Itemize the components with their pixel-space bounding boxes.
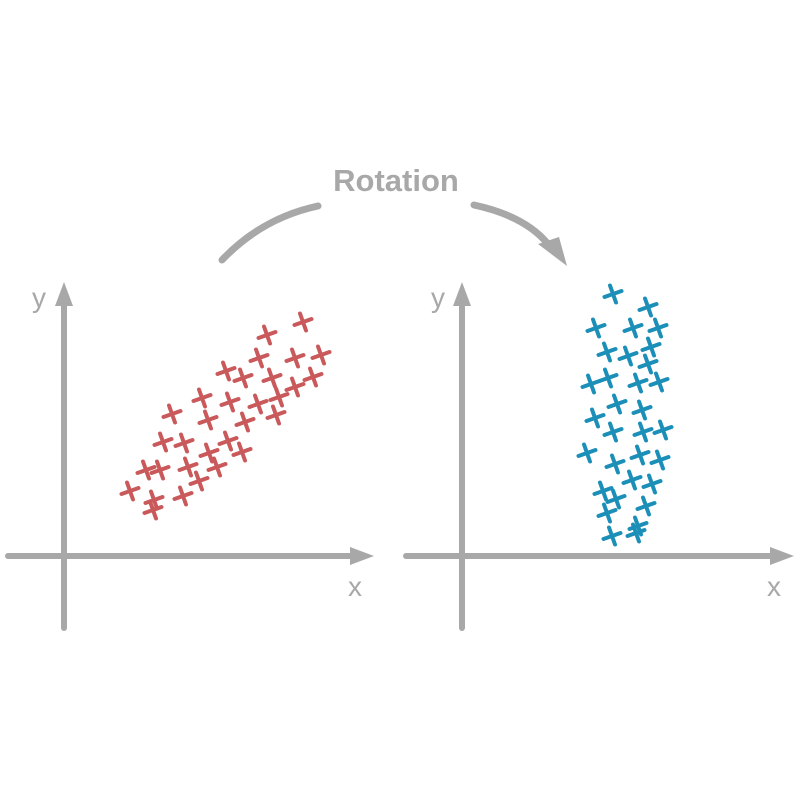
left-point-cloud (119, 311, 332, 521)
plus-marker-original (188, 470, 210, 492)
plus-marker-rotated (631, 399, 653, 421)
plus-marker-original (284, 376, 306, 398)
plus-marker-original (152, 431, 174, 453)
plus-marker-rotated (580, 373, 602, 395)
plus-marker-rotated (602, 283, 624, 305)
right-point-cloud (576, 283, 674, 547)
plus-marker-rotated (601, 525, 623, 547)
plus-marker-original (268, 386, 290, 408)
plus-marker-original (248, 347, 270, 369)
plus-marker-original (310, 344, 332, 366)
plus-marker-original (265, 404, 287, 426)
diagram-title: Rotation (333, 163, 459, 198)
plus-marker-rotated (621, 469, 643, 491)
plus-marker-rotated (602, 421, 624, 443)
plus-marker-original (302, 366, 324, 388)
plus-marker-rotated (635, 495, 657, 517)
plus-marker-rotated (592, 480, 614, 502)
plus-marker-original (256, 324, 278, 346)
plus-marker-rotated (606, 393, 628, 415)
plus-marker-rotated (605, 488, 627, 510)
right-x-axis-arrowhead (770, 547, 794, 565)
plus-marker-original (119, 480, 141, 502)
plus-marker-original (142, 499, 164, 521)
plus-marker-original (161, 403, 183, 425)
plus-marker-rotated (641, 473, 663, 495)
right-x-axis-label: x (767, 571, 781, 602)
plus-marker-original (217, 430, 239, 452)
rotation-arc-left (218, 202, 322, 264)
left-y-axis-label: y (32, 282, 46, 313)
plus-marker-original (172, 485, 194, 507)
rotation-arrow (218, 201, 567, 266)
plus-marker-rotated (596, 502, 618, 524)
rotation-arc-right (470, 201, 552, 248)
plus-marker-rotated (632, 421, 654, 443)
plus-marker-rotated (647, 317, 669, 339)
plus-marker-original (177, 456, 199, 478)
right-y-axis-label: y (431, 282, 445, 313)
plus-marker-original (149, 459, 171, 481)
left-x-axis-label: x (348, 571, 362, 602)
plus-marker-original (173, 432, 195, 454)
right-plot: x y (403, 282, 794, 631)
plus-marker-original (232, 367, 254, 389)
plus-marker-rotated (597, 367, 619, 389)
plus-marker-rotated (629, 444, 651, 466)
plus-marker-rotated (604, 453, 626, 475)
plus-marker-original (219, 391, 241, 413)
plus-marker-original (284, 347, 306, 369)
plus-marker-rotated (637, 353, 659, 375)
plus-marker-rotated (640, 336, 662, 358)
plus-marker-original (197, 409, 219, 431)
plus-marker-original (191, 387, 213, 409)
plus-marker-original (206, 456, 228, 478)
right-y-axis-arrowhead (453, 282, 471, 306)
left-y-axis-arrowhead (55, 282, 73, 306)
left-x-axis-arrowhead (350, 547, 374, 565)
plus-marker-rotated (585, 317, 607, 339)
plus-marker-rotated (652, 419, 674, 441)
rotation-arrowhead (538, 237, 567, 266)
plus-marker-rotated (596, 341, 618, 363)
plus-marker-original (292, 311, 314, 333)
left-plot: x y (5, 282, 374, 631)
plus-marker-original (198, 442, 220, 464)
plus-marker-rotated (625, 522, 647, 544)
plus-marker-rotated (617, 345, 639, 367)
plus-marker-rotated (637, 296, 659, 318)
plus-marker-rotated (649, 449, 671, 471)
plus-marker-rotated (627, 372, 649, 394)
plus-marker-original (231, 441, 253, 463)
plus-marker-original (234, 411, 256, 433)
plus-marker-original (135, 459, 157, 481)
plus-marker-rotated (648, 371, 670, 393)
plus-marker-rotated (576, 442, 598, 464)
plus-marker-original (215, 360, 237, 382)
plus-marker-rotated (622, 317, 644, 339)
plus-marker-rotated (584, 407, 606, 429)
plus-marker-original (247, 393, 269, 415)
plus-marker-original (261, 367, 283, 389)
